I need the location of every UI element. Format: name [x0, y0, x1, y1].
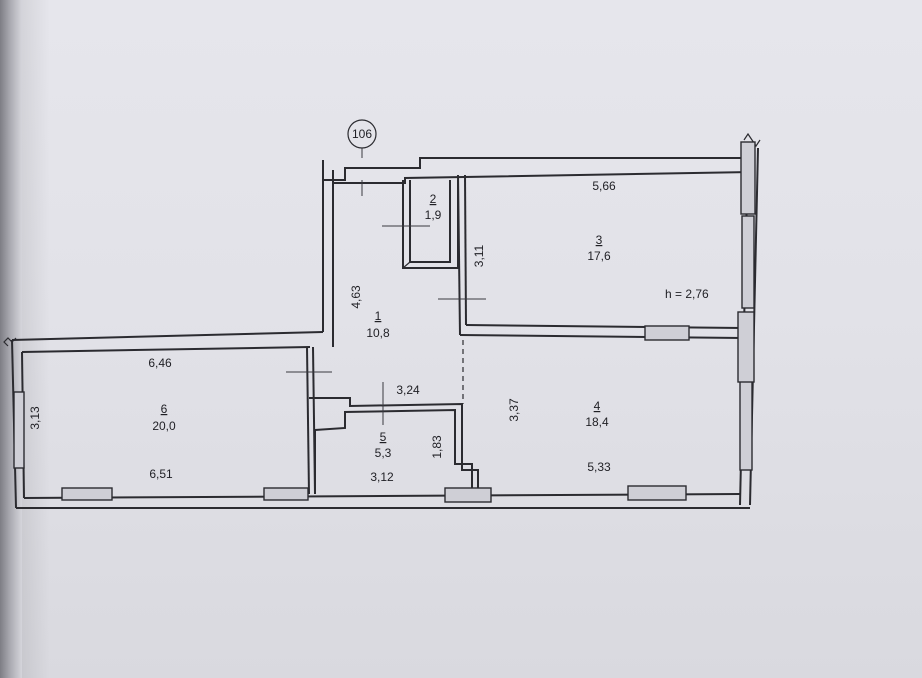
room-area: 20,0: [152, 419, 176, 433]
window-room4: [627, 485, 687, 501]
pillar-top-right: [740, 141, 756, 215]
dim-room5-bottom: 3,12: [370, 470, 394, 484]
window-room6-right: [263, 487, 309, 501]
pillar-right: [737, 311, 755, 383]
dim-room4-side: 3,37: [507, 398, 521, 422]
window-room5: [444, 487, 492, 503]
dim-room3-side: 3,11: [472, 244, 486, 267]
dim-room6-top: 6,46: [148, 356, 172, 370]
room-area: 5,3: [375, 446, 392, 460]
window-partition: [644, 325, 690, 341]
dim-room4-bottom: 5,33: [587, 460, 611, 474]
window-room4-side: [739, 379, 753, 471]
room-1: 1 10,8: [366, 309, 390, 340]
dim-room6-side: 3,13: [28, 406, 42, 430]
dim-room5-top: 3,24: [396, 383, 420, 397]
room-number: 1: [375, 309, 382, 323]
room-number: 4: [594, 399, 601, 413]
room-2: 2 1,9: [425, 192, 442, 222]
outer-walls: [3, 132, 761, 509]
room-5: 5 5,3: [375, 430, 392, 460]
apartment-number: 106: [352, 127, 372, 141]
door-markers: [286, 180, 486, 425]
dim-room1-side: 4,63: [349, 285, 363, 309]
room-6: 6 20,0: [152, 402, 176, 433]
room-area: 1,9: [425, 208, 442, 222]
dimension-labels: 5,66 3,11 4,63 6,46 3,13 6,51 3,24 1,83 …: [28, 179, 616, 484]
dim-room6-bottom: 6,51: [149, 467, 173, 481]
window-room3-side: [741, 215, 755, 309]
ceiling-height-label: h = 2,76: [665, 287, 709, 301]
dim-room3-top: 5,66: [592, 179, 616, 193]
window-room6-side: [13, 391, 25, 469]
room-area: 10,8: [366, 326, 390, 340]
room-number: 6: [161, 402, 168, 416]
room-number: 5: [380, 430, 387, 444]
room-area: 17,6: [587, 249, 611, 263]
room-number: 2: [430, 192, 437, 206]
windows: [13, 141, 756, 503]
room-3: 3 17,6: [587, 233, 611, 263]
window-room6-left: [61, 487, 113, 501]
room-number: 3: [596, 233, 603, 247]
room-4: 4 18,4: [585, 399, 609, 429]
dim-room5-side: 1,83: [430, 435, 444, 459]
interior-walls: [306, 174, 743, 495]
room-area: 18,4: [585, 415, 609, 429]
